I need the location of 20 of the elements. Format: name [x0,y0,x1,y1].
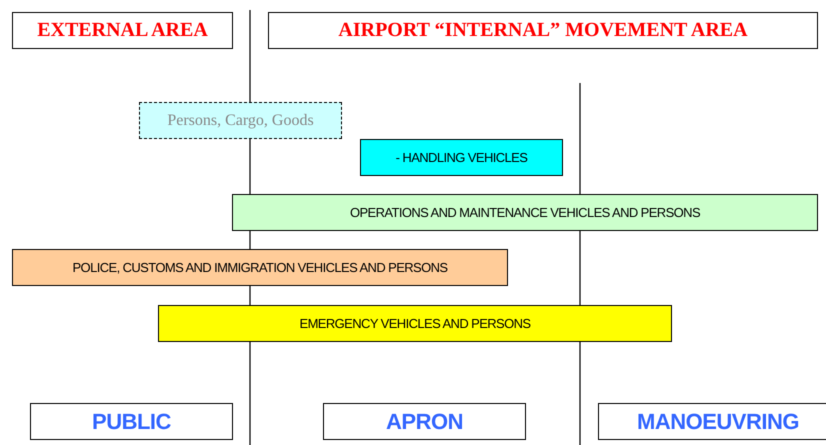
label-text: EXTERNAL AREA [37,19,208,42]
label-text: AIRPORT “INTERNAL” MOVEMENT AREA [338,19,748,42]
zone-label-box [30,403,233,440]
category-bar [158,305,672,342]
label-text: APRON [386,408,463,434]
zone-label-box [323,403,526,440]
category-bar [232,194,818,231]
zone-label-box [598,403,826,440]
area-header [12,12,233,49]
label-text: MANOEUVRING [637,408,799,434]
flow-box [139,102,342,139]
category-bar [360,139,563,176]
label-text: - HANDLING VEHICLES [396,150,528,165]
label-text: POLICE, CUSTOMS AND IMMIGRATION VEHICLES AND PERSONS [72,260,448,275]
area-header [268,12,818,49]
label-text: Persons, Cargo, Goods [167,112,314,130]
label-text: EMERGENCY VEHICLES AND PERSONS [300,316,530,331]
label-text: PUBLIC [92,408,171,434]
category-bar [12,249,508,286]
label-text: OPERATIONS AND MAINTENANCE VEHICLES AND PERSONS [350,205,700,220]
